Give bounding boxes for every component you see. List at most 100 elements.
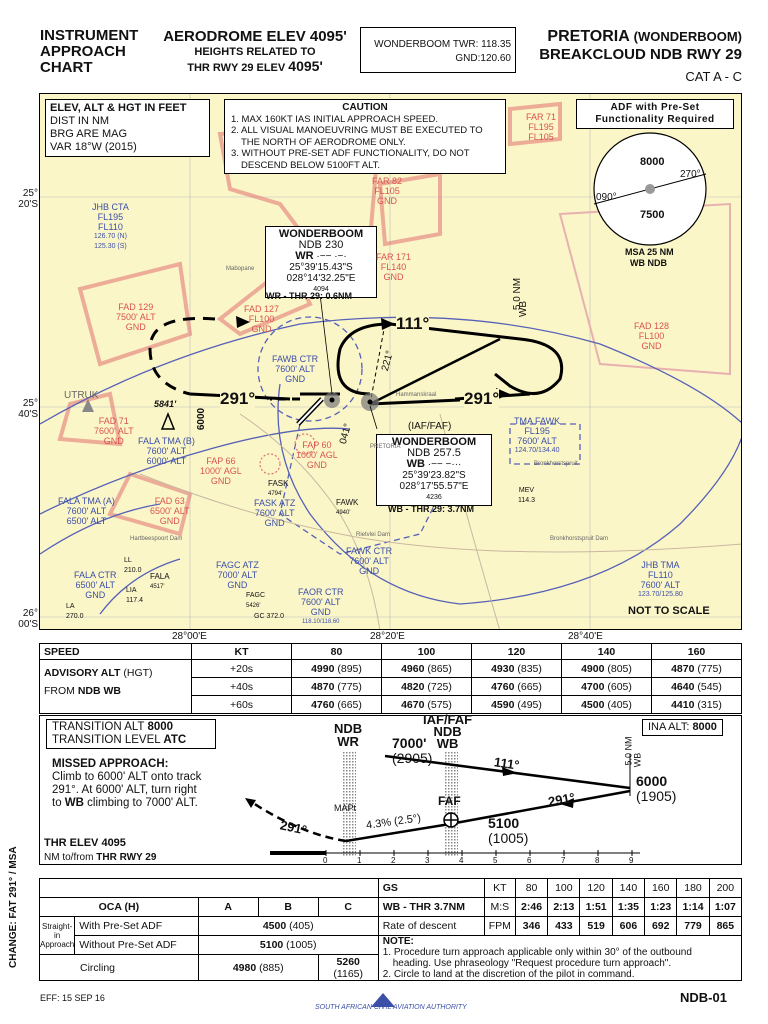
procedure-title: PRETORIA (WONDERBOOM) BREAKCLOUD NDB RWY… bbox=[539, 28, 742, 84]
msa-caption: MSA 25 NM bbox=[625, 247, 674, 257]
lat-label-2600: 26°00'S bbox=[18, 608, 38, 630]
faf-label: FAF bbox=[438, 794, 461, 808]
place-rietvlei-dam: Rietvlei Dam bbox=[356, 532, 391, 538]
track-291-left: 291° bbox=[220, 389, 256, 409]
profile-alt-5100: 5100(1005) bbox=[488, 815, 529, 846]
caution-box: CAUTION 1. MAX 160KT IAS INITIAL APPROAC… bbox=[224, 99, 506, 174]
scale-7: 7 bbox=[561, 856, 566, 865]
holding-distance-fix: WB bbox=[518, 300, 530, 318]
scale-5: 5 bbox=[493, 856, 498, 865]
track-111: 111° bbox=[396, 314, 430, 334]
scale-9: 9 bbox=[629, 856, 634, 865]
profile-alt-7000: 7000'(2905) bbox=[392, 735, 433, 766]
scale-1: 1 bbox=[357, 856, 362, 865]
place-bronkhorstspruit-dam: Bronkhorstspruit Dam bbox=[550, 536, 609, 542]
scale-2: 2 bbox=[391, 856, 396, 865]
scale-3: 3 bbox=[425, 856, 430, 865]
msa-caption-ndb: WB NDB bbox=[630, 258, 667, 268]
profile-graphics bbox=[245, 751, 640, 856]
change-note: CHANGE: FAT 291° / MSA bbox=[8, 846, 19, 968]
aerodrome-elevation: AERODROME ELEV 4095' HEIGHTS RELATED TO … bbox=[163, 28, 347, 74]
msa-brg-right: 270° bbox=[680, 169, 701, 180]
thr-elevation: THR ELEV 4095 bbox=[44, 837, 126, 849]
chart-id: NDB-01 bbox=[680, 990, 727, 1005]
wb-thr-distance: WB - THR 29: 3.7NM bbox=[388, 504, 475, 514]
wr-thr-distance: WR - THR 29: 0.6NM bbox=[266, 291, 353, 301]
profile-view: TRANSITION ALT 8000 TRANSITION LEVEL ATC… bbox=[39, 712, 742, 865]
frequency-box: WONDERBOOM TWR: 118.35 GND:120.60 bbox=[360, 27, 516, 73]
authority-logo-icon bbox=[371, 993, 395, 1007]
lat-label-2520: 25°20'S bbox=[18, 188, 38, 210]
ina-altitude: INA ALT: 8000 bbox=[642, 719, 723, 736]
lon-label-2820: 28°20'E bbox=[370, 631, 405, 642]
adf-requirement-box: ADF with Pre-Set Functionality Required bbox=[576, 99, 734, 129]
nm-scale-label: NM to/from THR RWY 29 bbox=[44, 852, 157, 863]
scale-4: 4 bbox=[459, 856, 464, 865]
obstacle-elevation: 5841' bbox=[154, 399, 177, 409]
authority-name: SOUTH AFRICAN CIVIL AVIATION AUTHORITY bbox=[315, 1004, 467, 1011]
place-hartbeespoort: Hartbeespoort Dam bbox=[130, 536, 183, 542]
profile-alt-6000: 6000(1905) bbox=[636, 773, 677, 804]
effective-date: EFF: 15 SEP 16 bbox=[40, 993, 105, 1003]
ndb-wb-symbol bbox=[361, 393, 379, 411]
place-pretoria: PRETORIA bbox=[370, 444, 401, 450]
msa-brg-left: 090° bbox=[596, 192, 617, 203]
scale-6: 6 bbox=[527, 856, 532, 865]
lat-label-2540: 25°40'S bbox=[18, 398, 38, 420]
vertical-alt-6000: 6000 bbox=[196, 407, 208, 431]
mapt-label: MAPt bbox=[334, 803, 357, 813]
advisory-alt-label: ADVISORY ALT (HGT) FROM NDB WB bbox=[39, 659, 192, 714]
map-legend: ELEV, ALT & HGT IN FEET DIST IN NM BRG A… bbox=[45, 99, 210, 157]
place-hammanskraal: Hammanskraal bbox=[396, 392, 437, 398]
lon-label-2800: 28°00'E bbox=[172, 631, 207, 642]
ndb-wr-box: WONDERBOOM NDB 230 WR ·−− ·−· 25°39'15.4… bbox=[265, 226, 377, 298]
not-to-scale: NOT TO SCALE bbox=[628, 605, 710, 617]
chart-type: INSTRUMENT APPROACH CHART bbox=[40, 27, 139, 76]
scale-8: 8 bbox=[595, 856, 600, 865]
advisory-altitude-table: SPEED KT 80 100 120 140 160 ADVISORY ALT… bbox=[39, 643, 742, 714]
waypoint-utruk: UTRUK bbox=[64, 390, 99, 401]
place-bronkhorstspruit: Bronkhorstspruit bbox=[534, 461, 578, 467]
map-graphics bbox=[40, 94, 741, 629]
ndb-wr-symbol bbox=[324, 392, 340, 408]
lon-label-2840: 28°40'E bbox=[568, 631, 603, 642]
missed-approach-text: MISSED APPROACH: Climb to 6000' ALT onto… bbox=[52, 758, 202, 809]
msa-upper: 8000 bbox=[640, 156, 665, 168]
msa-circle bbox=[593, 132, 707, 246]
ndb-wb-box: WONDERBOOM NDB 257.5 WB ·−− −··· 25°39'2… bbox=[376, 434, 492, 506]
faf-symbol bbox=[443, 812, 459, 828]
track-291-right: 291° bbox=[464, 389, 500, 409]
msa-lower: 7500 bbox=[640, 209, 665, 221]
iaf-faf-label: (IAF/FAF) bbox=[408, 421, 452, 432]
notes: NOTE: 1. Procedure turn approach applica… bbox=[377, 935, 743, 981]
scale-0: 0 bbox=[323, 856, 328, 865]
ndb-gc: GC 372.0 bbox=[254, 613, 284, 620]
